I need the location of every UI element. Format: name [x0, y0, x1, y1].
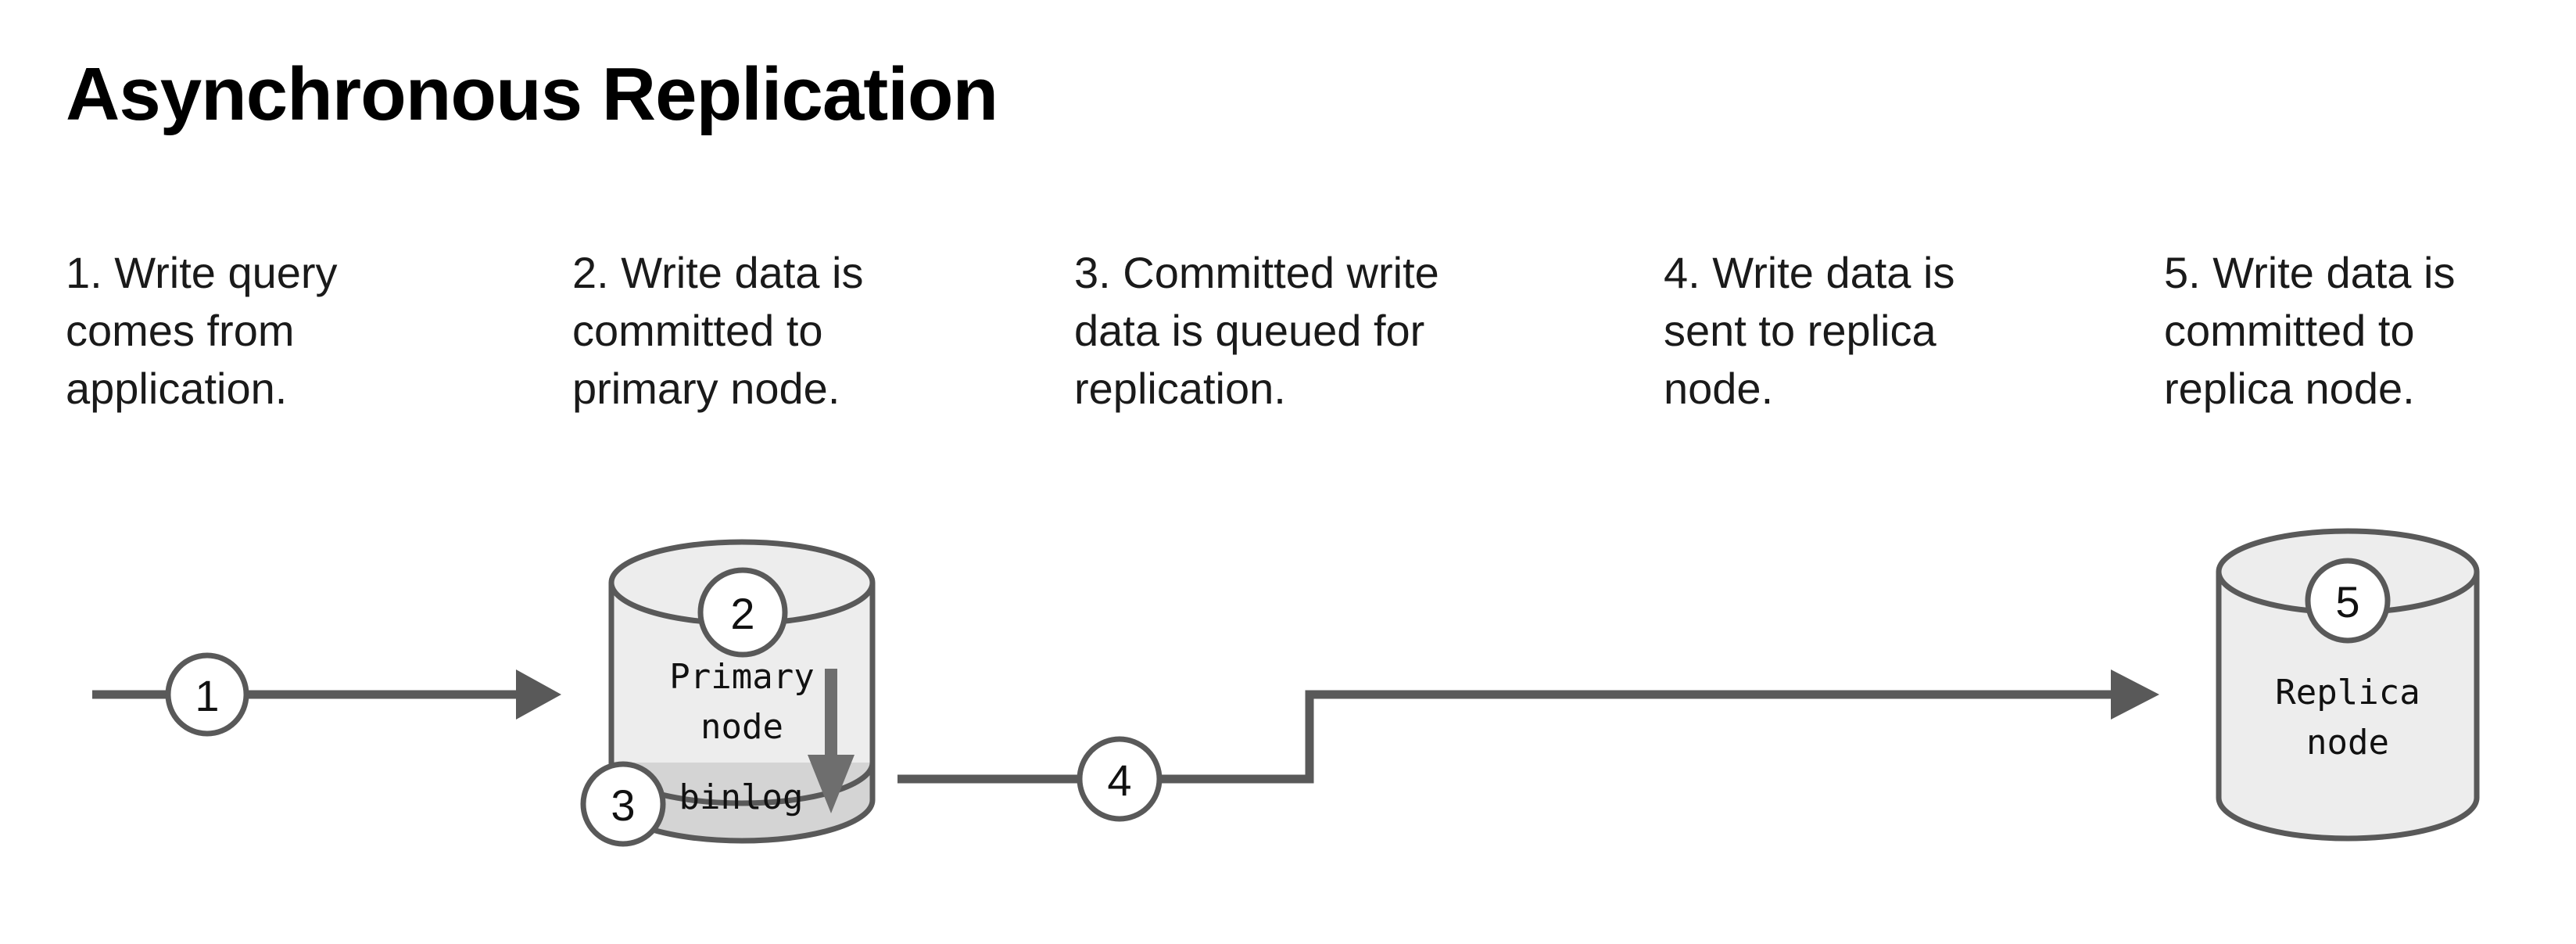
step-5-line-2: committed to	[2164, 305, 2415, 355]
step-badge-1[interactable]: 1	[165, 652, 249, 737]
step-1-line-2: comes from	[66, 305, 295, 355]
step-badge-5-number: 5	[2335, 577, 2359, 626]
step-badge-2-number: 2	[730, 589, 754, 638]
edge-internal-commit-to-binlog	[808, 669, 854, 813]
primary-node-binlog-label: binlog	[679, 777, 804, 817]
step-badge-5-circle	[2305, 558, 2391, 644]
step-description-1: 1. Write query comes from application.	[66, 244, 338, 418]
primary-node-label-line-2: node	[700, 707, 783, 747]
step-4-line-2: sent to replica	[1664, 305, 1936, 355]
replica-node-bottom-arc	[2216, 797, 2480, 842]
internal-down-arrow-head	[808, 755, 854, 813]
step-badge-3-circle	[580, 761, 666, 847]
primary-node-label-line-1: Primary	[669, 657, 814, 697]
step-badge-1-circle	[165, 652, 249, 737]
step-3-line-3: replication.	[1074, 363, 1286, 413]
edge-binlog-to-replica-arrowhead	[2111, 669, 2159, 720]
step-badge-3-number: 3	[611, 781, 635, 830]
step-badge-4-number: 4	[1107, 756, 1131, 805]
step-badge-2-circle	[697, 567, 788, 658]
edge-app-to-primary-arrowhead	[516, 669, 561, 720]
step-2-line-2: committed to	[572, 305, 823, 355]
replica-node-label-line-1: Replica	[2275, 673, 2420, 712]
step-1-line-3: application.	[66, 363, 288, 413]
step-badge-1-number: 1	[195, 671, 219, 720]
step-5-line-3: replica node.	[2164, 363, 2415, 413]
step-4-line-3: node.	[1664, 363, 1774, 413]
step-badge-3[interactable]: 3	[580, 761, 666, 847]
step-badge-4-circle	[1077, 736, 1163, 822]
step-badge-4[interactable]: 4	[1077, 736, 1163, 822]
step-2-line-3: primary node.	[572, 363, 840, 413]
page-title: Asynchronous Replication	[66, 52, 998, 136]
step-badge-2[interactable]: 2	[697, 567, 788, 658]
step-badge-5[interactable]: 5	[2305, 558, 2391, 644]
edge-app-to-primary	[92, 669, 561, 720]
step-description-2: 2. Write data is committed to primary no…	[572, 244, 863, 418]
step-1-line-1: 1. Write query	[66, 248, 338, 297]
replica-node-body	[2219, 572, 2477, 838]
primary-node[interactable]: Primary node binlog	[602, 539, 883, 856]
replica-node-label-line-2: node	[2306, 723, 2389, 763]
